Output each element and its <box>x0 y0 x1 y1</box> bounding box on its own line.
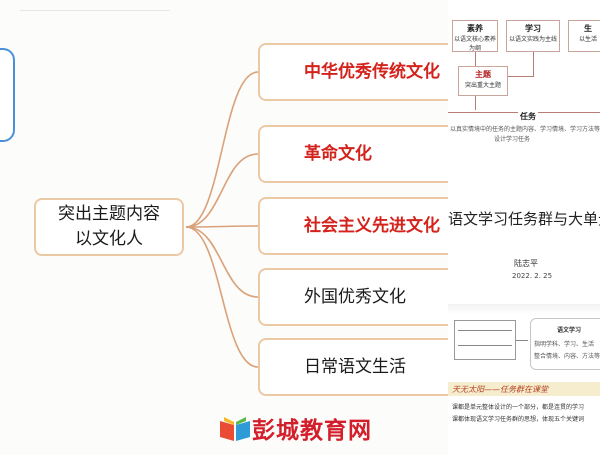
slide-box-theme-heading: 主题 <box>475 70 491 79</box>
slide-task-line-1: 以真实情境中的任务的主题内容、学习情境、学习方法等 <box>450 126 600 133</box>
slide-preview-panel: 素养 以语文核心素养为纲 学习 以语文实践为主线 生 以生活 主题 突出重大主题… <box>448 0 600 455</box>
connector-1 <box>185 71 259 228</box>
slide-box-theme: 主题 突出重大主题 <box>458 66 508 96</box>
slide-title: 语文学习任务群与大单元教 <box>448 210 600 228</box>
slide-line <box>516 340 528 341</box>
root-node[interactable]: 突出主题内容 以文化人 <box>34 198 184 256</box>
slide-box-literacy: 素养 以语文核心素养为纲 <box>452 20 498 52</box>
open-book-icon <box>220 417 250 441</box>
slide-box-life-heading: 生 <box>584 24 592 33</box>
connector-3 <box>185 225 259 228</box>
slide-separator <box>448 304 600 314</box>
slide-section-label: 天无太阳——任务群在课堂 <box>452 385 548 394</box>
connector-5 <box>185 226 259 368</box>
root-line-1: 突出主题内容 <box>58 204 160 224</box>
side-tab-edge[interactable] <box>0 48 15 142</box>
slide-box-life-sub: 以生活 <box>578 36 597 43</box>
slide-mini-card: 语文学习 指明学科、学习、生活 整合情境、内容、方法等 <box>530 318 600 370</box>
branch-node-foreign[interactable]: 外国优秀文化 <box>258 268 468 326</box>
branch-node-traditional[interactable]: 中华优秀传统文化 <box>258 43 468 101</box>
slide-box-theme-sub: 突出重大主题 <box>464 82 501 89</box>
connector-2 <box>185 153 259 228</box>
slide-box-learning: 学习 以语文实践为主线 <box>506 20 560 52</box>
slide-mini-line-1: 指明学科、学习、生活 <box>534 341 595 348</box>
slide-line <box>475 52 476 68</box>
slide-body-line-1: 课都是单元整体设计的一个部分，都是连贯的学习 <box>452 404 585 411</box>
slide-mini-line-2: 整合情境、内容、方法等 <box>534 353 600 360</box>
slide-task-line-2: 设计学习任务 <box>494 136 531 143</box>
slide-date: 2022. 2. 25 <box>512 272 553 280</box>
slide-box-literacy-sub: 以语文核心素养为纲 <box>453 36 496 52</box>
slide-box-learning-heading: 学习 <box>525 24 541 33</box>
slide-section-bar <box>448 382 600 396</box>
slide-mini-diagram <box>454 320 516 360</box>
slide-line <box>458 345 512 346</box>
slide-box-learning-sub: 以语文实践为主线 <box>508 36 557 43</box>
slide-box-literacy-heading: 素养 <box>467 24 483 33</box>
branch-node-revolutionary[interactable]: 革命文化 <box>258 125 468 183</box>
slide-line <box>533 52 534 76</box>
top-divider <box>20 10 170 11</box>
slide-box-life: 生 以生活 <box>568 20 600 52</box>
watermark: 彭城教育网 <box>218 411 372 445</box>
slide-body-line-2: 课都体现语文学习任务群的思想，体现五个关键词 <box>452 416 585 423</box>
slide-line <box>458 330 512 331</box>
slide-author: 陆志平 <box>514 259 538 268</box>
slide-line <box>508 76 534 77</box>
branch-node-socialist[interactable]: 社会主义先进文化 <box>258 197 468 255</box>
root-line-2: 以文化人 <box>75 229 143 249</box>
connector-4 <box>185 226 259 298</box>
watermark-text: 彭城教育网 <box>252 418 372 444</box>
slide-task-heading: 任务 <box>518 111 538 122</box>
slide-mini-label: 语文学习 <box>557 327 582 334</box>
slide-line <box>475 96 476 110</box>
branch-node-daily[interactable]: 日常语文生活 <box>258 338 468 396</box>
